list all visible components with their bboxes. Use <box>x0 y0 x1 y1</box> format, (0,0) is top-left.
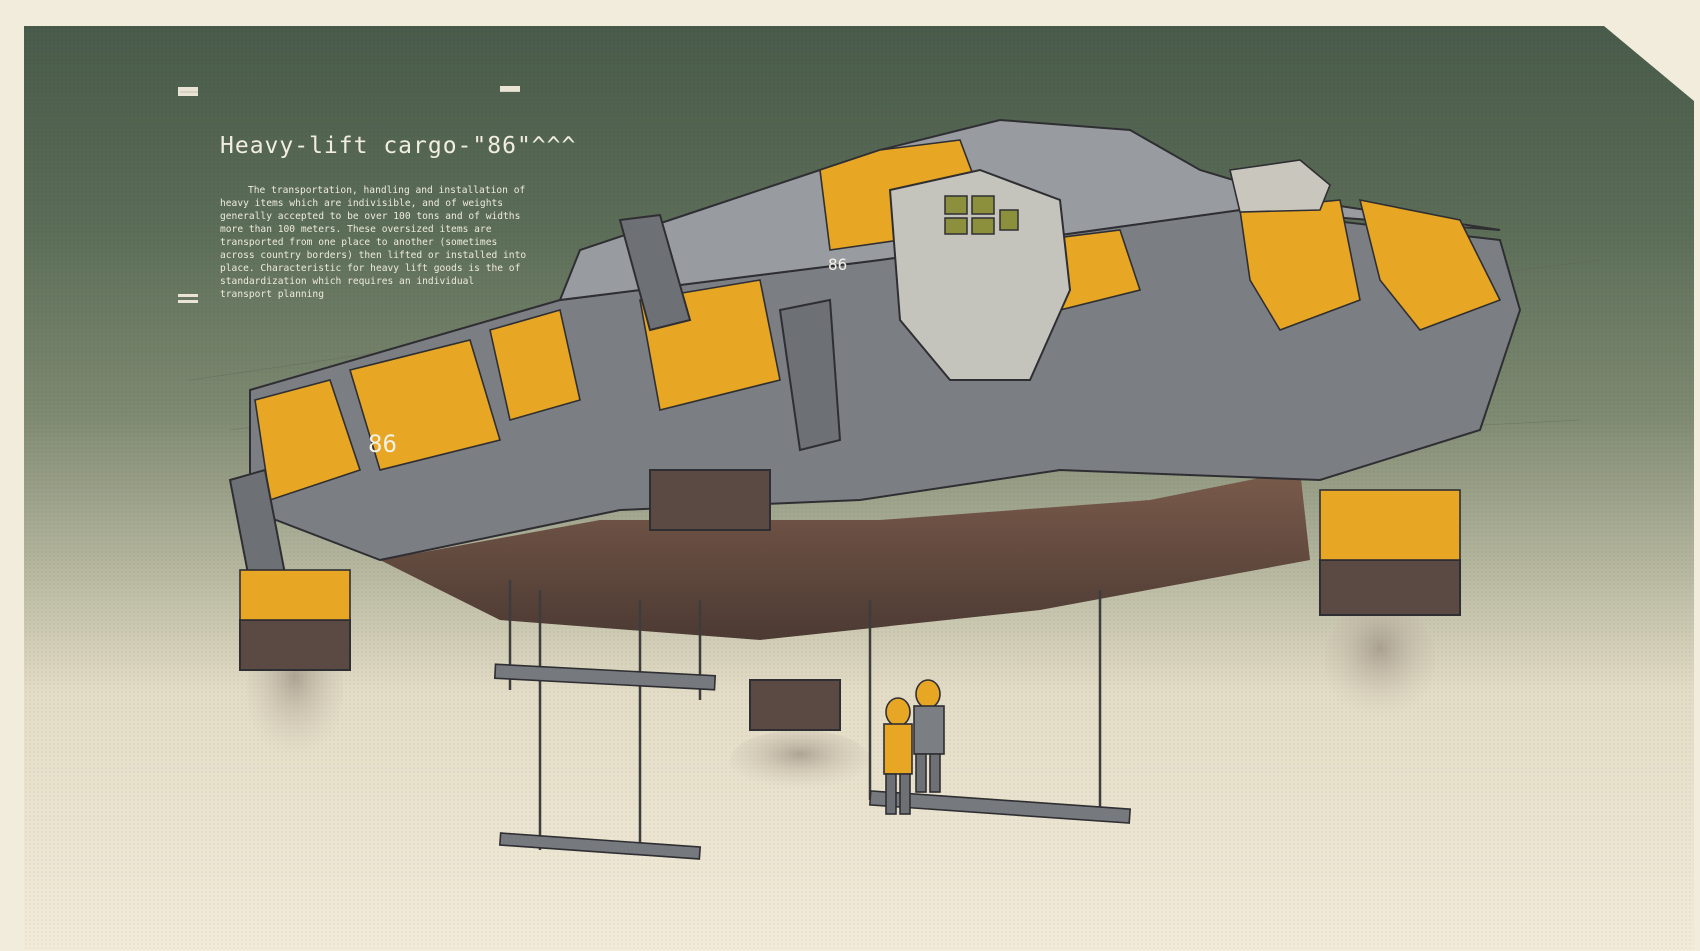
corner-mark-top-left <box>178 87 198 96</box>
cockpit-module <box>888 168 1072 381</box>
lifting-bars <box>493 663 1132 860</box>
corner-mark-bottom-left-a <box>178 294 198 297</box>
page-title: Heavy-lift cargo-"86"^^^ <box>220 133 577 159</box>
workers <box>883 679 945 815</box>
hull-marking-left: 86 <box>368 430 397 458</box>
cockpit-windows <box>944 195 1019 235</box>
corner-mark-top-right <box>500 86 520 92</box>
description-text: The transportation, handling and install… <box>220 185 532 300</box>
engine-pod-panels <box>239 489 1461 621</box>
rear-cabin <box>1229 159 1331 213</box>
hull-underside <box>380 470 1310 640</box>
hanging-cables <box>508 580 1102 850</box>
engine-pods <box>239 469 1461 731</box>
hull-marking-front: 86 <box>828 255 847 274</box>
corner-mark-bottom-left-b <box>178 300 198 303</box>
